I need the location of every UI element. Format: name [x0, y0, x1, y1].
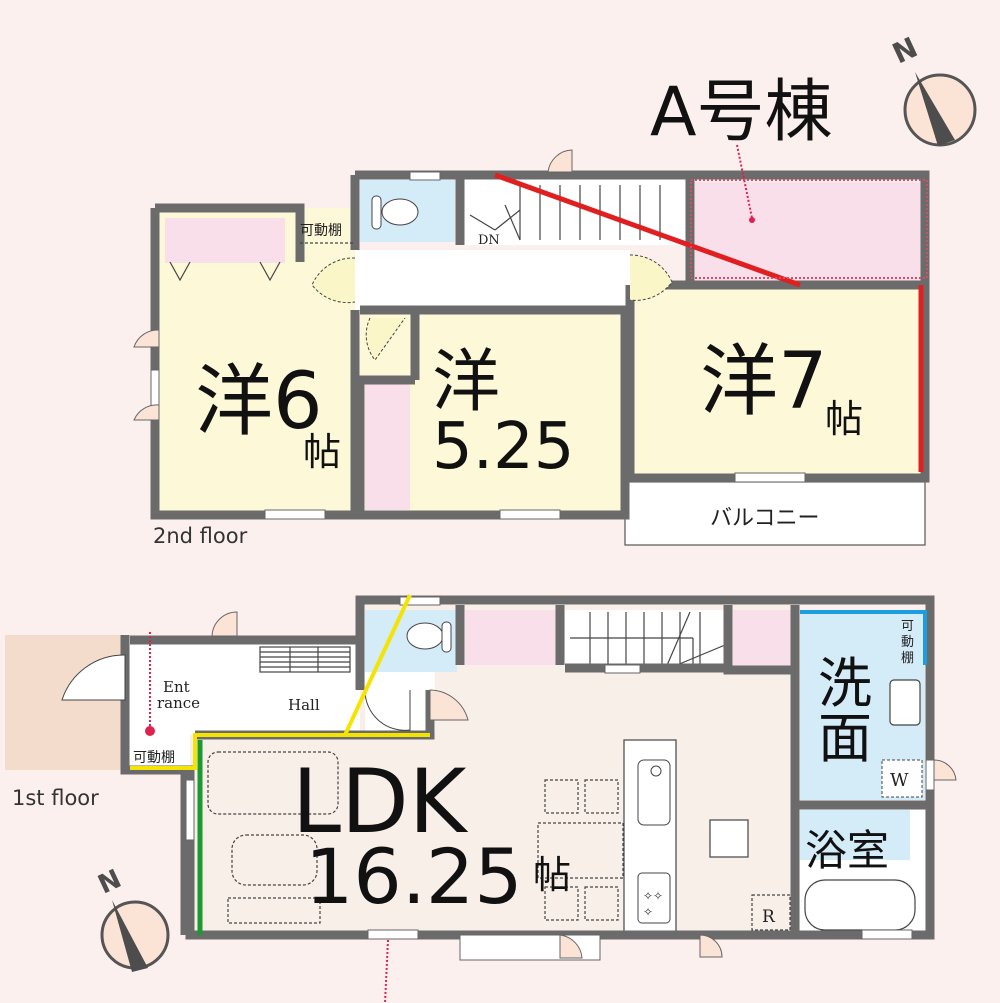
hallway-2f [355, 250, 630, 310]
stairs-1f [565, 610, 725, 672]
first-floor: ✧✧ ✧ Ent rance Hall 可動棚 [5, 594, 957, 1003]
ldk-name: LDK [292, 750, 469, 853]
room-west-name: 洋6 [195, 357, 323, 447]
bathtub [804, 879, 916, 931]
balcony-label: バルコニー [710, 506, 820, 531]
room-middle-size: 5.25 [432, 410, 575, 484]
yellow-marker-line [130, 594, 412, 770]
washroom-shelf-1: 可 [901, 619, 914, 634]
closet-1f [733, 610, 793, 668]
ldk-size: 16.25 [305, 832, 523, 921]
room-west-unit: 帖 [303, 430, 341, 474]
furniture [207, 751, 791, 931]
storage-1f [465, 610, 560, 665]
washer-label: W [890, 770, 909, 791]
toilet-icon [406, 621, 452, 653]
compass-icon: N [887, 31, 977, 147]
north-label: N [887, 31, 922, 71]
second-floor-label: 2nd floor [153, 524, 248, 548]
washer-space [881, 759, 923, 798]
closet-west [165, 218, 285, 263]
kitchen-counter: ✧✧ ✧ [623, 739, 677, 936]
shelf-label-2f: 可動棚 [300, 223, 342, 239]
pantry [709, 819, 749, 858]
toilet-icon [371, 195, 419, 230]
room-east-name: 洋7 [700, 337, 828, 427]
building-title: A号棟 [650, 73, 833, 152]
shelf-label-1f: 可動棚 [133, 750, 175, 766]
hall-label: Hall [288, 696, 320, 714]
room-east-fill [630, 285, 925, 478]
second-floor: 可動棚 DN 洋6 帖 洋 5.25 洋7 帖 バルコニー 2nd floor [133, 144, 930, 548]
entrance-label-2: rance [157, 694, 200, 712]
north-label-bottom: N [94, 864, 126, 900]
washroom-label-2: 面 [818, 707, 872, 770]
ldk-unit: 帖 [533, 853, 571, 897]
storage-2f [695, 182, 925, 282]
red-marker-line [494, 172, 801, 288]
first-floor-label: 1st floor [12, 786, 99, 810]
entrance-label-1: Ent [163, 678, 190, 696]
washroom-shelf-2: 動 [901, 635, 914, 650]
marker-dot [749, 217, 755, 223]
room-middle-name: 洋 [432, 343, 500, 422]
blue-marker-line [800, 610, 927, 665]
porch [5, 635, 125, 770]
bathroom-label: 浴室 [805, 826, 889, 875]
washroom-shelf-3: 棚 [901, 651, 914, 666]
marker-dot [145, 726, 155, 736]
storage-highlight [690, 179, 928, 279]
closet-middle [365, 380, 410, 510]
room-east-unit: 帖 [825, 397, 863, 441]
compass-icon-bottom: N [94, 864, 170, 972]
sink [889, 679, 921, 726]
fridge-label: R [762, 907, 776, 927]
washroom-label-1: 洗 [818, 652, 872, 715]
svg-text:✧✧: ✧✧ [643, 889, 663, 903]
svg-text:✧: ✧ [643, 905, 653, 919]
shoe-cabinet [259, 646, 351, 673]
stairs-down-label: DN [478, 233, 500, 248]
